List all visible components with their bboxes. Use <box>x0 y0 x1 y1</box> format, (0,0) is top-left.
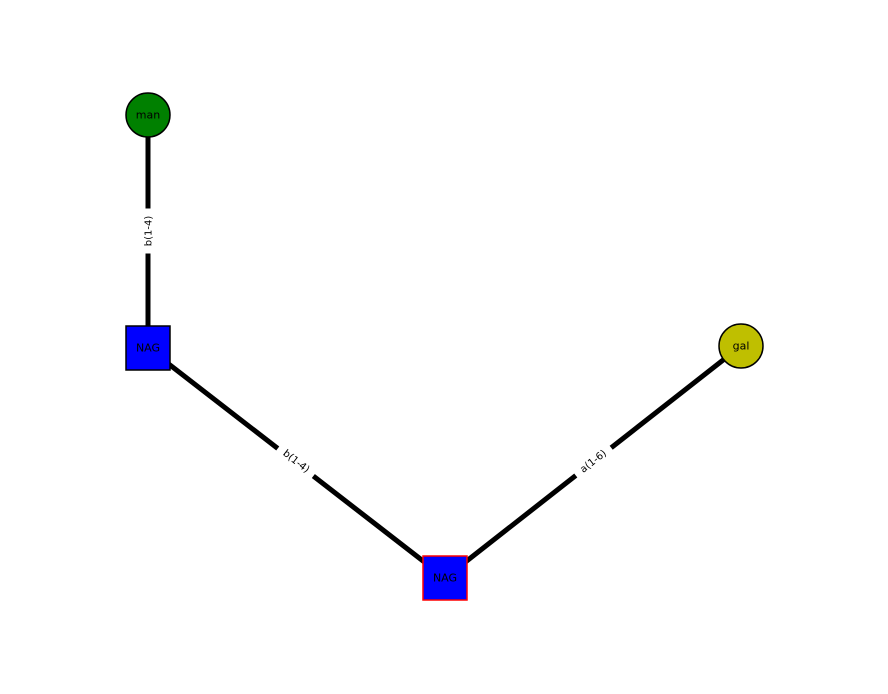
edge-group <box>145 112 744 581</box>
edge-label-group: b(1-4) b(1-4) a(1-6) <box>139 208 615 480</box>
edge-label-bg <box>275 442 318 480</box>
nag2-square <box>422 555 468 601</box>
edge-label-bg <box>139 208 157 254</box>
edge-label-bg <box>571 442 615 480</box>
edge-label-nag2-gal-wrap: a(1-6) <box>571 442 615 480</box>
node-gal: gal <box>718 323 764 369</box>
node-label-man: man <box>136 109 160 122</box>
gal-circle <box>718 323 764 369</box>
node-label-nag2: NAG <box>433 572 457 585</box>
nag1-square <box>125 325 171 371</box>
edge-label-man-nag1: b(1-4) <box>144 216 155 247</box>
node-man: man <box>125 92 171 138</box>
node-label-nag1: NAG <box>136 342 160 355</box>
node-nag1: NAG <box>125 325 171 371</box>
man-circle <box>125 92 171 138</box>
node-group: man NAG NAG gal <box>125 92 764 601</box>
node-label-gal: gal <box>733 340 750 353</box>
edge-label-man-nag1-wrap: b(1-4) <box>139 208 157 254</box>
node-nag2: NAG <box>422 555 468 601</box>
edge-label-nag1-nag2-wrap: b(1-4) <box>275 442 318 480</box>
